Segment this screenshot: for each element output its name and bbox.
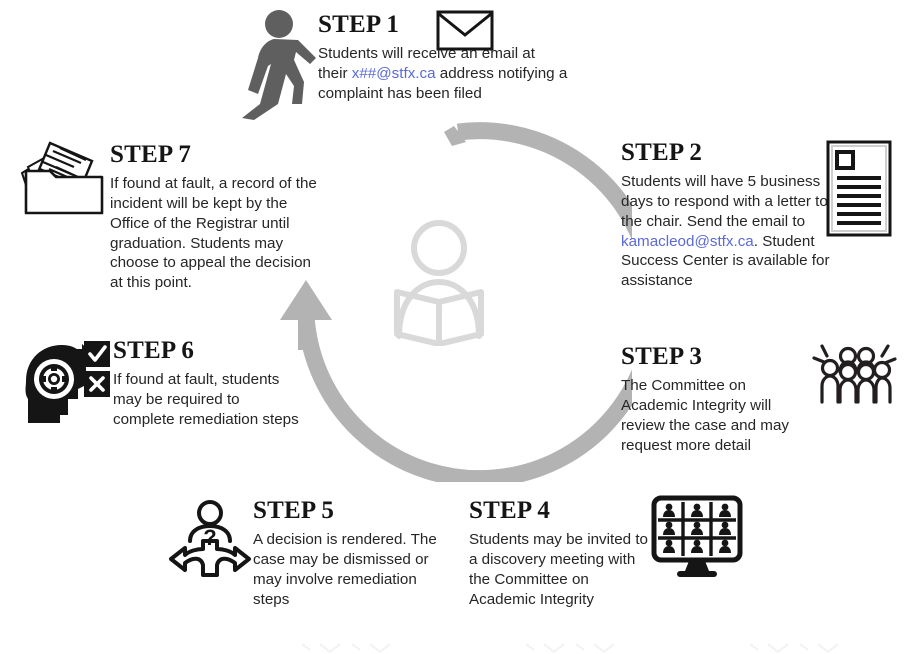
step-1-block: STEP 1 Students will receive an email at… (318, 11, 568, 104)
document-with-lines-icon (826, 140, 892, 237)
video-meeting-grid-icon (651, 495, 743, 577)
group-of-people-icon (812, 344, 897, 404)
step-4-block: STEP 4 Students may be invited to a disc… (469, 497, 649, 609)
step-5-block: STEP 5 A decision is rendered. The case … (253, 497, 443, 609)
step-2-title: STEP 2 (621, 139, 703, 166)
step-3-title: STEP 3 (621, 343, 703, 370)
email-link[interactable]: x##@stfx.ca (351, 65, 436, 82)
head-with-gear-checkbox-icon (25, 341, 110, 423)
step-1-title: STEP 1 (318, 11, 400, 38)
step-3-block: STEP 3 The Committee on Academic Integri… (621, 343, 811, 455)
email-link[interactable]: kamacleod@stfx.ca (621, 232, 754, 250)
step-2-block: STEP 2 Students will have 5 business day… (621, 139, 833, 291)
envelope-icon (436, 10, 494, 51)
step-7-body: If found at fault, a record of the incid… (110, 175, 317, 291)
person-reading-book-icon (394, 220, 484, 346)
step-4-title: STEP 4 (469, 497, 551, 524)
step-3-body: The Committee on Academic Integrity will… (621, 377, 789, 454)
folder-with-documents-icon (20, 141, 104, 215)
step-4-body: Students may be invited to a discovery m… (469, 531, 648, 608)
step-6-title: STEP 6 (113, 337, 195, 364)
walking-person-icon (242, 10, 316, 120)
step-7-title: STEP 7 (110, 141, 192, 168)
decision-fork-person-icon: ? (169, 500, 251, 577)
step-1-body: Students will receive an email at their … (318, 45, 568, 102)
bottom-decorative-marks (301, 643, 839, 654)
step-2-body: Students will have 5 business days to re… (621, 173, 830, 289)
step-7-block: STEP 7 If found at fault, a record of th… (110, 141, 322, 293)
circular-cycle-arrow (280, 122, 632, 482)
step-6-block: STEP 6 If found at fault, students may b… (113, 337, 299, 430)
step-5-title: STEP 5 (253, 497, 335, 524)
step-6-body: If found at fault, students may be requi… (113, 371, 299, 428)
step-5-body: A decision is rendered. The case may be … (253, 531, 437, 608)
svg-text:?: ? (203, 525, 216, 550)
